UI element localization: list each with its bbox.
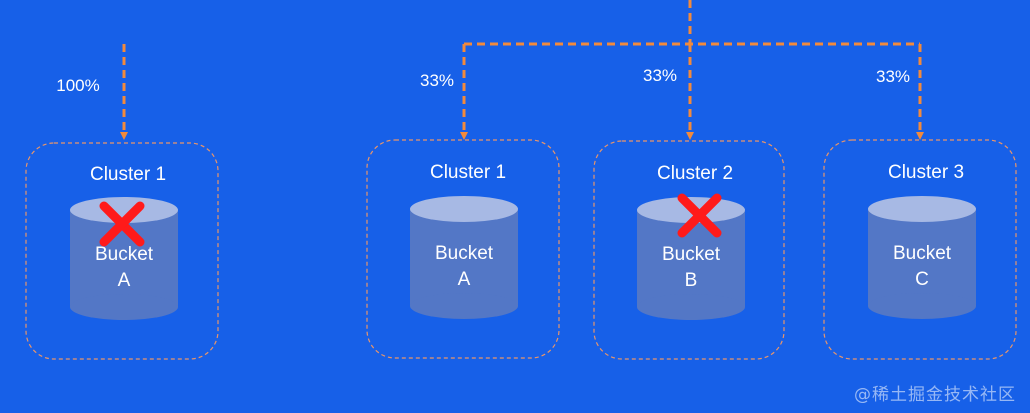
bucket-label-line2: A bbox=[458, 269, 471, 290]
failure-cross-icon bbox=[677, 193, 722, 238]
right-cluster-1: Cluster 1 Bucket A bbox=[366, 139, 560, 359]
flow-lines bbox=[460, 0, 924, 140]
right-cluster-3: Cluster 3 Bucket C bbox=[823, 139, 1017, 360]
cluster-box bbox=[366, 139, 560, 359]
right-cluster-2: Cluster 2 Bucket B bbox=[593, 140, 785, 360]
cluster-box bbox=[25, 142, 219, 360]
cluster-title: Cluster 1 bbox=[90, 164, 166, 185]
bucket-label-line1: Bucket bbox=[893, 243, 952, 264]
bucket-label-line1: Bucket bbox=[95, 244, 154, 265]
branch-3-percentage: 33% bbox=[876, 67, 910, 86]
right-scenario: 33% 33% 33% Cluster 1 Bucket A Cluster 2 bbox=[366, 0, 1017, 360]
cylinder-top bbox=[70, 197, 178, 223]
bucket-cylinder bbox=[868, 196, 976, 319]
bucket-label-line2: B bbox=[685, 270, 698, 291]
bucket-cylinder bbox=[410, 196, 518, 319]
cluster-title: Cluster 1 bbox=[430, 162, 506, 183]
cylinder-top bbox=[410, 196, 518, 222]
cluster-box bbox=[823, 139, 1017, 360]
left-percentage-label: 100% bbox=[56, 76, 99, 95]
cluster-box bbox=[593, 140, 785, 360]
cylinder-top bbox=[868, 196, 976, 222]
bucket-label-line2: A bbox=[118, 270, 131, 291]
left-scenario: 100% Cluster 1 Bucket A bbox=[25, 44, 219, 360]
failure-cross-icon bbox=[99, 201, 145, 247]
cluster-title: Cluster 3 bbox=[888, 162, 964, 183]
bucket-label-line1: Bucket bbox=[435, 243, 494, 264]
left-cluster-1: Cluster 1 Bucket A bbox=[25, 142, 219, 360]
cluster-title: Cluster 2 bbox=[657, 163, 733, 184]
branch-1-percentage: 33% bbox=[420, 71, 454, 90]
watermark: @稀土掘金技术社区 bbox=[854, 385, 1016, 405]
bucket-label-line1: Bucket bbox=[662, 244, 721, 265]
bucket-label-line2: C bbox=[915, 269, 929, 290]
branch-2-percentage: 33% bbox=[643, 66, 677, 85]
